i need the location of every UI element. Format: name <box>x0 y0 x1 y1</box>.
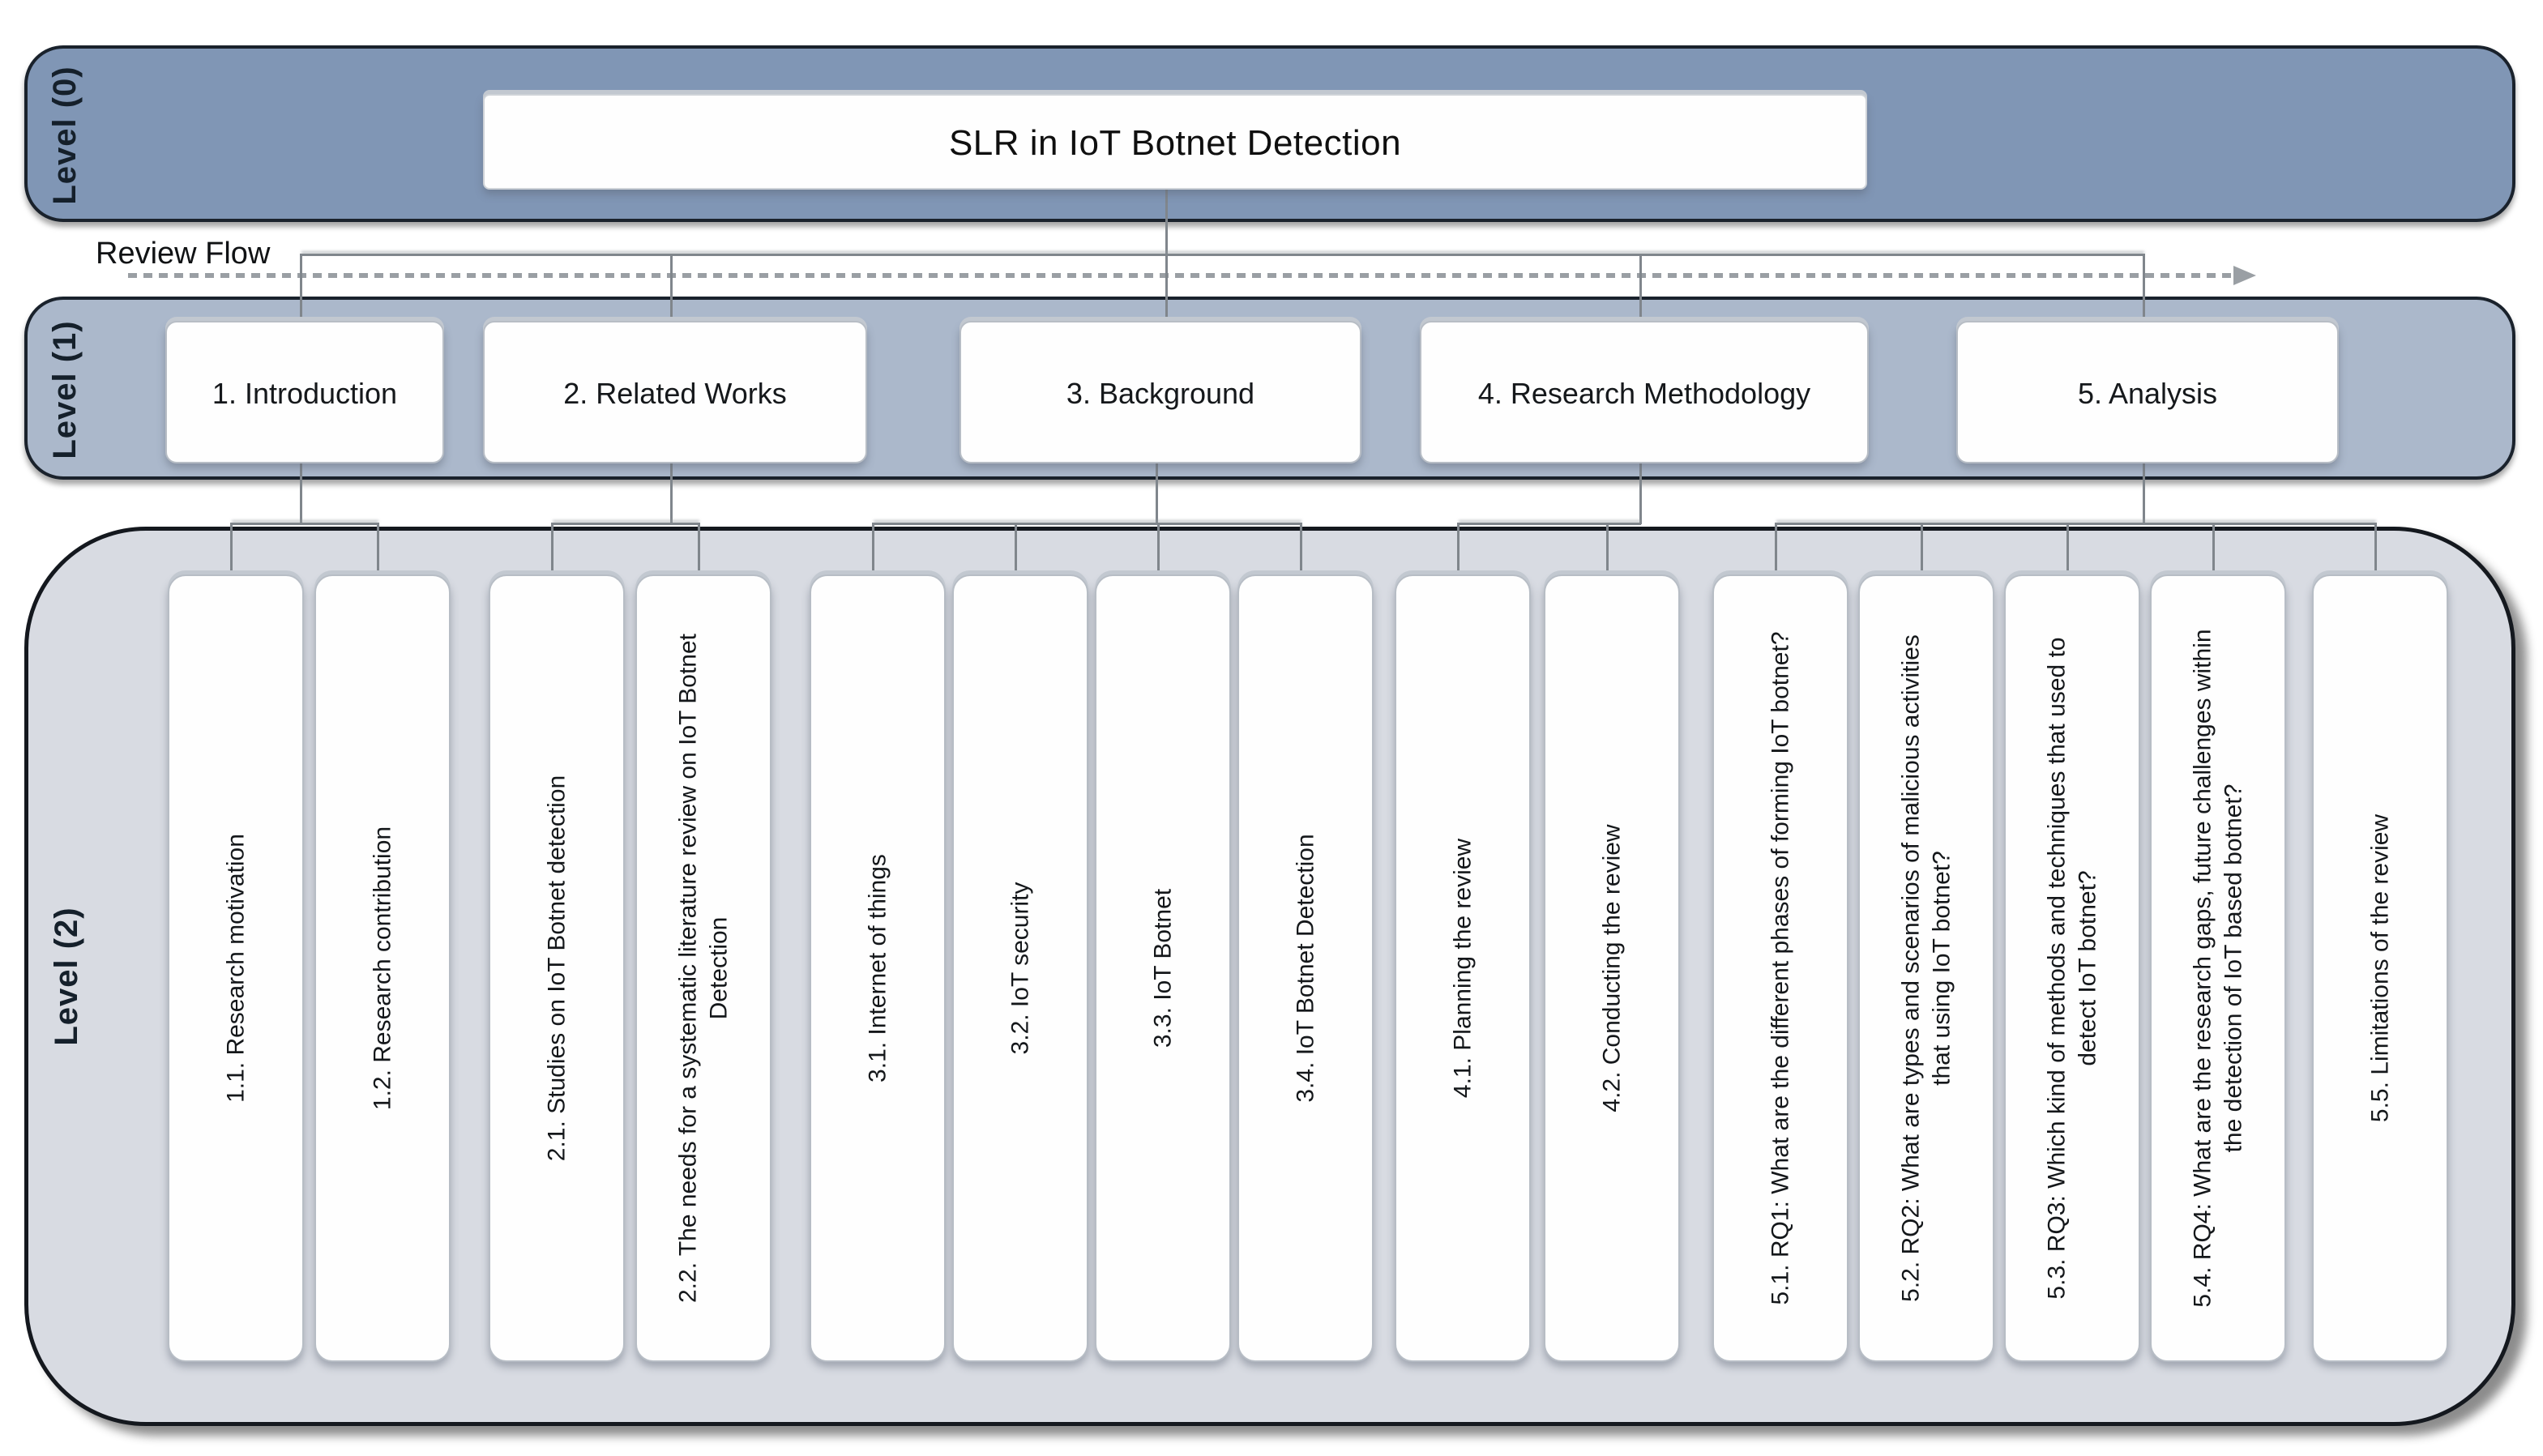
subsection-label: 4.2. Conducting the review <box>1598 824 1626 1112</box>
subsection-label: 3.1. Internet of things <box>864 854 891 1082</box>
subsection-label: 1.1. Research motivation <box>222 834 250 1103</box>
section-label: 4. Research Methodology <box>1477 377 1811 410</box>
connector-stub-5-2 <box>1921 523 1923 572</box>
subsection-box-3-2: 3.2. IoT security <box>952 574 1088 1362</box>
connector-g3-bus <box>874 523 1301 525</box>
connector-g3-vertical <box>1156 460 1158 524</box>
section-label: 2. Related Works <box>563 377 787 410</box>
connector-stub-5-5 <box>2374 523 2377 572</box>
level-2-band: Level (2) 1.1. Research motivation 1.2. … <box>24 527 2515 1426</box>
connector-stub-l1-1 <box>300 254 302 318</box>
level-2-label: Level (2) <box>49 907 84 1046</box>
connector-root-vertical <box>1165 180 1168 318</box>
connector-stub-2-2 <box>698 523 700 572</box>
subsection-box-5-4: 5.4. RQ4: What are the research gaps, fu… <box>2150 574 2286 1362</box>
subsection-box-3-1: 3.1. Internet of things <box>810 574 946 1362</box>
subsection-label: 1.2. Research contribution <box>369 826 396 1111</box>
level-0-band: Level (0) SLR in IoT Botnet Detection <box>24 45 2515 222</box>
subsection-label: 3.4. IoT Botnet Detection <box>1292 834 1319 1103</box>
connector-stub-3-4 <box>1300 523 1302 572</box>
connector-stub-5-4 <box>2212 523 2215 572</box>
connector-stub-1-1 <box>230 523 233 572</box>
subsection-box-4-1: 4.1. Planning the review <box>1395 574 1531 1362</box>
level-0-label: Level (0) <box>47 66 83 205</box>
connector-g1-bus <box>232 523 378 525</box>
subsection-box-4-2: 4.2. Conducting the review <box>1544 574 1680 1362</box>
section-box-introduction: 1. Introduction <box>165 321 444 463</box>
connector-stub-l1-5 <box>2143 254 2145 318</box>
connector-stub-5-3 <box>2066 523 2069 572</box>
connector-stub-4-1 <box>1457 523 1460 572</box>
connector-stub-3-3 <box>1157 523 1160 572</box>
subsection-box-1-1: 1.1. Research motivation <box>168 574 304 1362</box>
connector-stub-2-1 <box>551 523 553 572</box>
section-label: 1. Introduction <box>212 377 398 410</box>
section-box-background: 3. Background <box>960 321 1361 463</box>
connector-stub-3-1 <box>872 523 874 572</box>
connector-g2-bus <box>553 523 699 525</box>
review-flow-arrowhead-icon <box>2233 266 2256 285</box>
subsection-label: 5.1. RQ1: What are the different phases … <box>1767 631 1794 1305</box>
subsection-label: 3.3. IoT Botnet <box>1149 888 1177 1048</box>
section-box-research-methodology: 4. Research Methodology <box>1420 321 1869 463</box>
subsection-box-5-1: 5.1. RQ1: What are the different phases … <box>1712 574 1848 1362</box>
subsection-label: 5.5. Limitations of the review <box>2366 813 2394 1123</box>
connector-l1-bus <box>301 254 2144 256</box>
connector-stub-3-2 <box>1015 523 1017 572</box>
review-flow-label: Review Flow <box>96 237 271 271</box>
review-flow-arrow <box>128 273 2235 278</box>
subsection-label: 5.2. RQ2: What are types and scenarios o… <box>1897 634 1955 1302</box>
connector-stub-5-1 <box>1775 523 1777 572</box>
subsection-box-1-2: 1.2. Research contribution <box>314 574 451 1362</box>
connector-g4-bus <box>1459 523 1641 525</box>
subsection-box-5-2: 5.2. RQ2: What are types and scenarios o… <box>1858 574 1994 1362</box>
subsection-label: 4.1. Planning the review <box>1449 838 1477 1099</box>
root-title: SLR in IoT Botnet Detection <box>948 123 1402 163</box>
section-box-related-works: 2. Related Works <box>483 321 867 463</box>
subsection-label: 5.3. RQ3: Which kind of methods and tech… <box>2043 637 2101 1300</box>
subsection-box-5-3: 5.3. RQ3: Which kind of methods and tech… <box>2004 574 2140 1362</box>
connector-g5-bus <box>1776 523 2376 525</box>
connector-g5-vertical <box>2143 460 2145 524</box>
section-label: 5. Analysis <box>2077 377 2218 410</box>
connector-stub-1-2 <box>377 523 379 572</box>
connector-g2-vertical <box>670 460 673 524</box>
level-1-band: Level (1) 1. Introduction 2. Related Wor… <box>24 297 2515 480</box>
connector-stub-4-2 <box>1606 523 1609 572</box>
connector-stub-l1-4 <box>1639 254 1642 318</box>
subsection-label: 3.2. IoT security <box>1007 882 1034 1055</box>
subsection-label: 5.4. RQ4: What are the research gaps, fu… <box>2189 629 2247 1308</box>
connector-g4-vertical <box>1639 460 1642 524</box>
subsection-box-2-1: 2.1. Studies on IoT Botnet detection <box>489 574 625 1362</box>
connector-stub-l1-2 <box>670 254 673 318</box>
level-1-label: Level (1) <box>47 320 83 459</box>
subsection-box-3-3: 3.3. IoT Botnet <box>1095 574 1231 1362</box>
subsection-label: 2.1. Studies on IoT Botnet detection <box>543 775 571 1162</box>
subsection-box-3-4: 3.4. IoT Botnet Detection <box>1237 574 1374 1362</box>
section-box-analysis: 5. Analysis <box>1956 321 2339 463</box>
connector-g1-vertical <box>300 460 302 524</box>
subsection-box-5-5: 5.5. Limitations of the review <box>2312 574 2448 1362</box>
subsection-label: 2.2. The needs for a systematic literatu… <box>674 634 733 1303</box>
root-title-box: SLR in IoT Botnet Detection <box>483 94 1867 190</box>
section-label: 3. Background <box>1066 377 1255 410</box>
subsection-box-2-2: 2.2. The needs for a systematic literatu… <box>635 574 771 1362</box>
